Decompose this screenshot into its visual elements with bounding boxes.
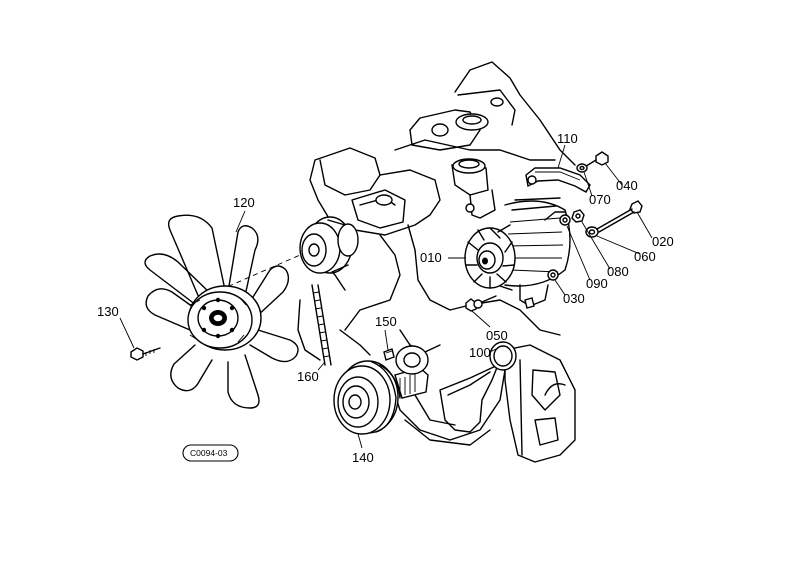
crank-pulley xyxy=(333,345,429,435)
callout-100: 100 xyxy=(469,345,491,360)
callout-050: 050 xyxy=(486,328,508,343)
callout-060: 060 xyxy=(634,249,656,264)
callout-010: 010 xyxy=(420,250,442,265)
figure-code-text: C0094-03 xyxy=(190,448,228,458)
callout-020: 020 xyxy=(652,234,674,249)
callout-160: 160 xyxy=(297,369,319,384)
fan-bolt xyxy=(130,347,161,361)
callout-110: 110 xyxy=(557,131,578,146)
figure-code-badge: C0094-03 xyxy=(182,444,239,462)
key-part xyxy=(383,348,395,361)
callout-130: 130 xyxy=(97,304,119,319)
adjust-bracket xyxy=(525,167,591,193)
callout-070: 070 xyxy=(589,192,611,207)
cooling-fan xyxy=(144,214,299,409)
water-pump-pulley xyxy=(219,216,359,291)
callout-040: 040 xyxy=(616,178,638,193)
leader-lines xyxy=(119,144,653,449)
v-belt xyxy=(311,284,332,366)
callout-150: 150 xyxy=(375,314,397,329)
callout-120: 120 xyxy=(233,195,255,210)
callout-090: 090 xyxy=(586,276,608,291)
hardware-parts xyxy=(465,151,643,371)
callout-140: 140 xyxy=(352,450,374,465)
alternator xyxy=(464,197,571,309)
callout-080: 080 xyxy=(607,264,629,279)
callout-030: 030 xyxy=(563,291,585,306)
callout-labels: 110 040 070 020 060 080 090 030 010 050 … xyxy=(97,131,674,465)
